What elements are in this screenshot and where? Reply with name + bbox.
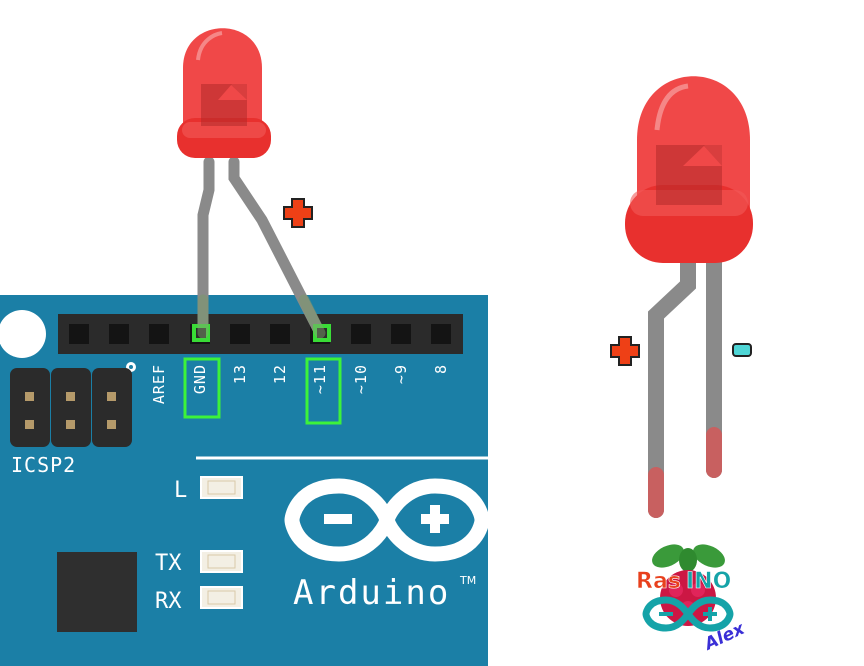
pin-header [58, 314, 463, 354]
arduino-brand-text: Arduino [293, 573, 450, 613]
pin-label-pwm-9: ~9 [392, 364, 410, 384]
led-anvil [201, 84, 247, 126]
led-anode-leg [228, 156, 326, 339]
pin-label-aref: AREF [150, 364, 168, 404]
standalone-led [625, 76, 753, 518]
pin-label-8: 8 [432, 364, 450, 374]
icsp2-header: ICSP2 [10, 368, 132, 477]
led-rx [200, 586, 243, 609]
led-tx-label: TX [155, 551, 182, 576]
plus-sign-left [610, 336, 640, 366]
logo-text-ras: Ras [636, 569, 681, 594]
header-pin-socket [351, 324, 371, 344]
header-pin-socket [431, 324, 451, 344]
pin11-highlight-box [305, 357, 342, 425]
pin-label-gnd: GND [191, 364, 209, 394]
minus-sign [732, 343, 752, 357]
pin-label-pwm-10: ~10 [352, 364, 370, 394]
arduino-board: AREF GND 13 12 ~11 ~10 ~9 8 ICSP2 L TX RX [0, 295, 490, 666]
plus-sign-top [283, 198, 313, 228]
header-pin-socket [391, 324, 411, 344]
microcontroller-chip [57, 552, 137, 632]
led-cathode-leg [197, 156, 215, 339]
logo-text-ino: INO [686, 569, 731, 594]
logo-minus [324, 514, 352, 524]
icsp2-label: ICSP2 [11, 453, 76, 477]
header-pin-socket [69, 324, 89, 344]
pin-label-12: 12 [271, 364, 289, 384]
header-pin-socket [270, 324, 290, 344]
led-l [200, 476, 243, 499]
header-pin-socket [149, 324, 169, 344]
arduino-logo: Arduino TM [284, 478, 490, 613]
gnd-highlight-box [183, 357, 221, 419]
rasino-logo: Ras INO Alex [636, 544, 749, 655]
logo-plus-v [430, 505, 440, 533]
led-rx-label: RX [155, 589, 182, 614]
header-pin-socket [109, 324, 129, 344]
pin-label-13: 13 [231, 364, 249, 384]
wired-led [177, 28, 331, 342]
header-pin-socket [230, 324, 250, 344]
pin-label-pwm-11: ~11 [311, 364, 329, 394]
onboard-leds: L TX RX [155, 476, 243, 614]
trademark-text: TM [459, 574, 476, 587]
led-tx [200, 550, 243, 573]
standalone-led-anvil [656, 145, 722, 205]
led-l-label: L [174, 478, 187, 503]
standalone-anode-leg [648, 242, 696, 518]
mounting-hole [0, 310, 46, 358]
